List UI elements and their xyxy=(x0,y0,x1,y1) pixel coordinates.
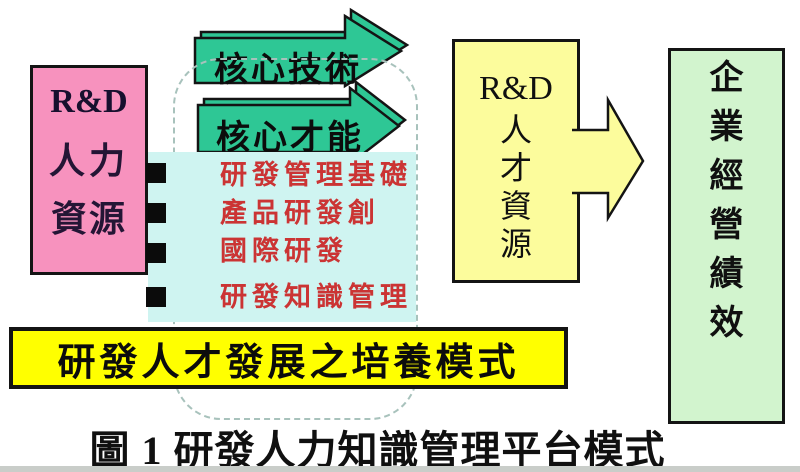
performance-char-5: 績 xyxy=(709,256,744,293)
performance-char-2: 業 xyxy=(709,109,744,146)
rd-talent-char-2: 才 xyxy=(499,150,532,186)
development-model-banner: 研發人才發展之培養模式 xyxy=(9,327,568,389)
rd-hr-title: R&D xyxy=(50,83,128,120)
rd-hr-line3: 資源 xyxy=(50,199,127,239)
figure-caption: 圖 1 研發人力知識管理平台模式 xyxy=(89,428,666,472)
talent-to-performance-arrow xyxy=(572,95,645,223)
core-arrow-bottom-label: 核心才能 xyxy=(216,120,364,157)
performance-char-6: 效 xyxy=(709,305,744,342)
bullet-square-3 xyxy=(146,243,166,263)
business-performance-box: 企 業 經 營 績 效 xyxy=(668,48,785,424)
rd-talent-resources-box: R&D 人 才 資 源 xyxy=(452,39,580,283)
knowledge-item-4: 研發知識管理 xyxy=(220,282,412,312)
bullet-square-1 xyxy=(146,163,166,183)
knowledge-panel xyxy=(148,152,416,322)
bottom-edge-strip xyxy=(0,466,800,472)
performance-char-1: 企 xyxy=(709,60,744,97)
rd-talent-char-4: 源 xyxy=(499,226,532,262)
knowledge-item-3: 國際研發 xyxy=(220,236,348,266)
rd-human-resources-box: R&D 人力 資源 xyxy=(30,65,148,275)
knowledge-item-2: 產品研發創 xyxy=(220,198,380,228)
talent-arrow-outline xyxy=(572,95,645,223)
development-model-banner-label: 研發人才發展之培養模式 xyxy=(57,341,520,384)
rd-talent-title: R&D xyxy=(479,70,553,107)
performance-char-4: 營 xyxy=(709,207,744,244)
performance-char-3: 經 xyxy=(709,158,744,195)
rd-talent-char-1: 人 xyxy=(499,112,532,148)
core-arrows-graphic xyxy=(193,7,410,167)
bullet-square-4 xyxy=(146,287,166,307)
bullet-square-2 xyxy=(146,203,166,223)
knowledge-item-1: 研發管理基礎 xyxy=(220,160,412,190)
rd-talent-char-3: 資 xyxy=(499,188,532,224)
core-arrow-bottom xyxy=(196,79,408,167)
rd-hr-line2: 人力 xyxy=(48,141,129,181)
